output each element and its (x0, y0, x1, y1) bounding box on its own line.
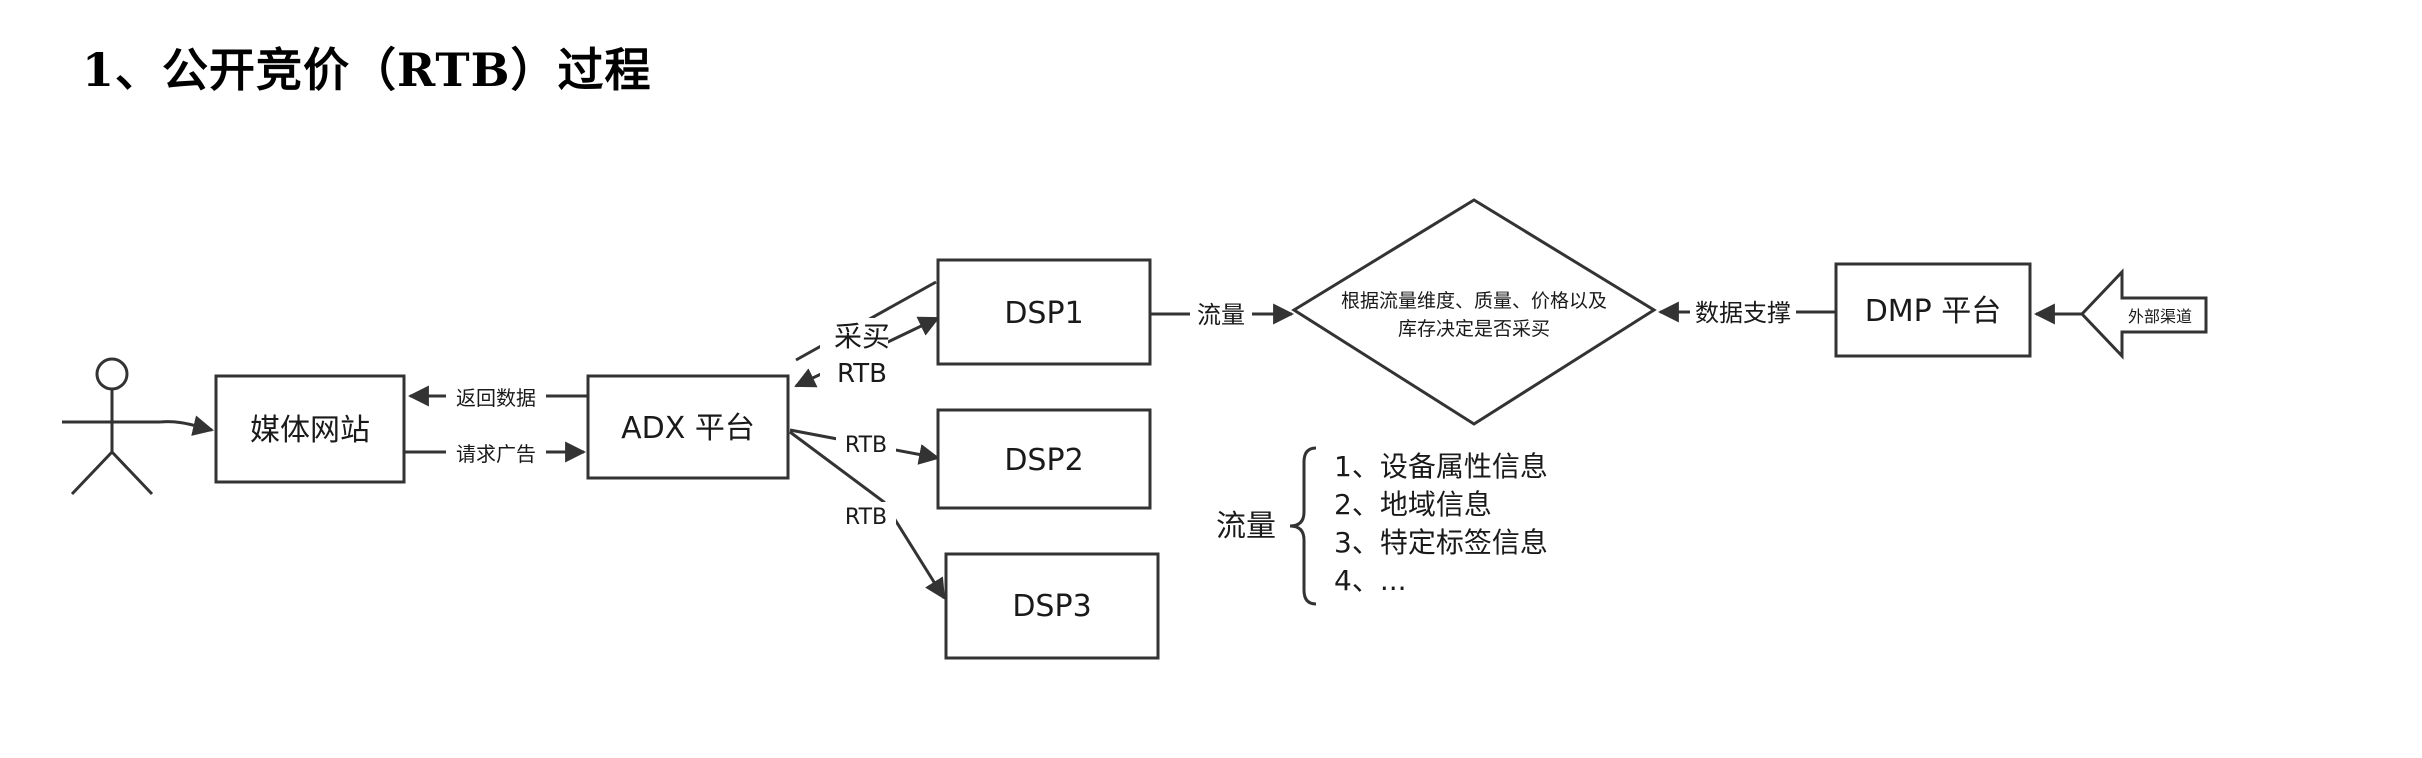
traffic-note-item-4: 4、... (1334, 564, 1407, 597)
dsp2-node: DSP2 (936, 408, 1152, 510)
request-ad-label: 请求广告 (456, 442, 536, 466)
user-icon (62, 357, 160, 496)
traffic-note-item-1: 1、设备属性信息 (1334, 450, 1548, 483)
adx-label: ADX 平台 (621, 411, 755, 446)
traffic-edge-label: 流量 (1197, 301, 1245, 329)
decision-label-line-1: 根据流量维度、质量、价格以及 (1341, 290, 1607, 312)
dsp3-node: DSP3 (944, 552, 1160, 660)
dsp1-node: DSP1 (936, 258, 1152, 366)
dsp3-label: DSP3 (1012, 589, 1091, 624)
traffic-note-label: 流量 (1216, 509, 1276, 544)
buy-label: 采买 (834, 320, 890, 353)
dsp2-label: DSP2 (1004, 443, 1083, 478)
rtb-dsp2-label: RTB (845, 433, 887, 458)
traffic-note-item-3: 3、特定标签信息 (1334, 526, 1548, 559)
rtb-dsp1-label: RTB (837, 359, 887, 389)
data-support-label: 数据支撑 (1695, 299, 1791, 327)
dmp-node: DMP 平台 (1834, 262, 2032, 358)
media-site-label: 媒体网站 (250, 413, 370, 448)
media-site-node: 媒体网站 (214, 374, 406, 484)
user-to-media-arrow (159, 415, 215, 436)
rtb-dsp3-label: RTB (845, 505, 887, 530)
brace-shape (1289, 446, 1317, 606)
dmp-label: DMP 平台 (1865, 294, 2002, 329)
dsp1-label: DSP1 (1004, 296, 1083, 331)
return-data-label: 返回数据 (456, 386, 536, 410)
adx-node: ADX 平台 (586, 374, 790, 480)
traffic-note-item-2: 2、地域信息 (1334, 488, 1492, 521)
decision-label-line-2: 库存决定是否采买 (1398, 318, 1550, 340)
external-channel-arrow: 外部渠道 (2079, 268, 2208, 360)
page-title: 1、公开竞价（RTB）过程 (82, 43, 652, 97)
external-channel-label: 外部渠道 (2128, 307, 2192, 326)
decision-node: 根据流量维度、质量、价格以及 库存决定是否采买 (1291, 198, 1657, 426)
